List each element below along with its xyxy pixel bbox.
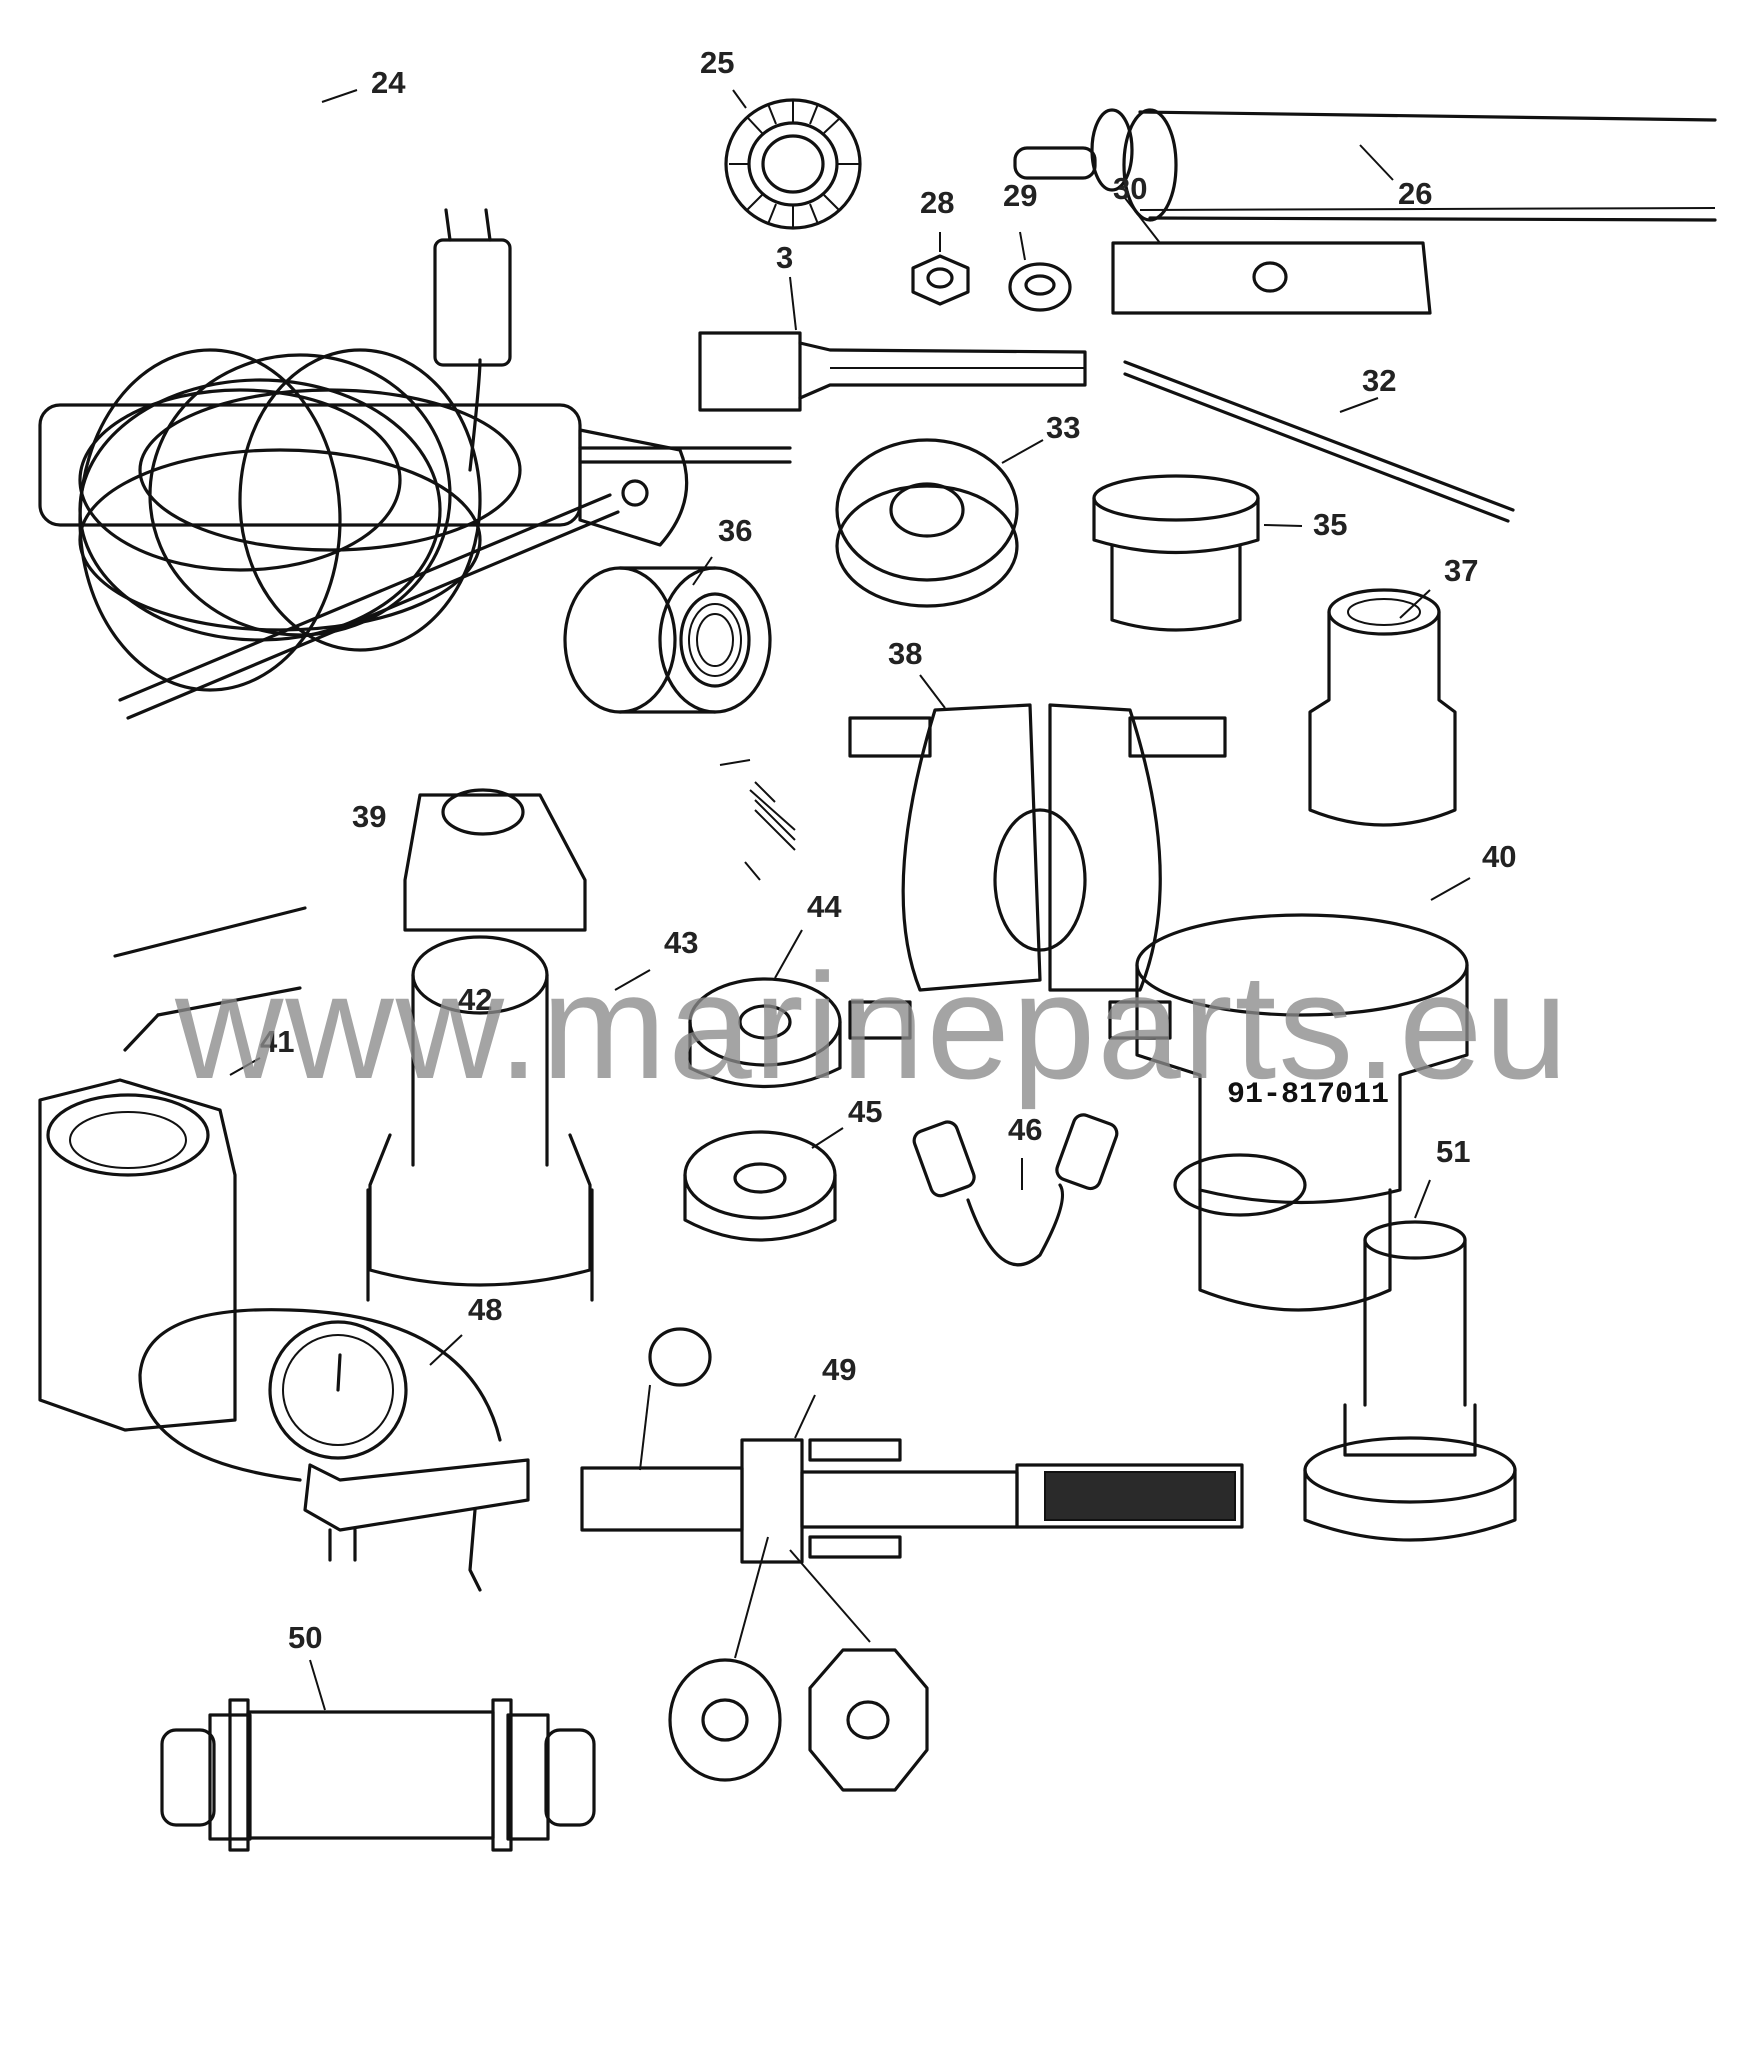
leader-35 bbox=[1263, 524, 1303, 527]
callout-39: 37 bbox=[1444, 553, 1478, 588]
leader-48 bbox=[429, 1334, 463, 1366]
part-45-washer bbox=[683, 1130, 837, 1242]
part-44-bushing bbox=[688, 977, 842, 1088]
part-35-cap-adapter bbox=[1092, 474, 1260, 632]
part-39-threaded-adapter bbox=[1308, 588, 1457, 827]
part-stamp: 91-817011 bbox=[1227, 1078, 1389, 1112]
leader-49 bbox=[794, 1394, 816, 1439]
leader-3 bbox=[1124, 197, 1161, 244]
callout-43: 43 bbox=[664, 925, 698, 960]
callout-42: 42 bbox=[458, 982, 492, 1017]
callout-48: 48 bbox=[468, 1292, 502, 1327]
leader-39 bbox=[1399, 589, 1431, 619]
part-50-adapter bbox=[1303, 1220, 1517, 1542]
part-32-threaded-rod bbox=[1123, 360, 1515, 523]
callout-51: 50 bbox=[288, 1620, 322, 1655]
callout-25: 25 bbox=[700, 45, 734, 80]
part-38-bearing-separator bbox=[848, 703, 1227, 1040]
part-42-bearing-installer bbox=[366, 788, 594, 1302]
part-26-shaft-tool bbox=[1013, 108, 1717, 222]
part-3-plate bbox=[1111, 241, 1432, 315]
leader-32 bbox=[1339, 397, 1379, 413]
callout-29: 28 bbox=[920, 185, 954, 220]
part-46-clip-leads bbox=[912, 1113, 1119, 1267]
part-33-ring bbox=[835, 438, 1019, 608]
leader-41 bbox=[229, 1057, 261, 1076]
leader-38 bbox=[919, 674, 946, 709]
part-41-spline-socket bbox=[38, 1078, 237, 1432]
part-30-washer bbox=[1008, 262, 1072, 312]
callout-32: 32 bbox=[1362, 363, 1396, 398]
leader-45 bbox=[811, 1127, 844, 1149]
callout-36: 36 bbox=[718, 513, 752, 548]
callout-40: 40 bbox=[1482, 839, 1516, 874]
spring bbox=[719, 759, 796, 881]
callout-28: 3 bbox=[776, 240, 793, 275]
leader-44 bbox=[774, 929, 803, 979]
callout-44: 44 bbox=[807, 889, 842, 924]
callout-3: 30 bbox=[1113, 171, 1147, 206]
leader-33 bbox=[1001, 439, 1044, 464]
part-49-puller-assembly bbox=[580, 1327, 1244, 1792]
leader-51 bbox=[309, 1659, 326, 1711]
callout-46: 46 bbox=[1008, 1112, 1042, 1147]
callout-33: 33 bbox=[1046, 410, 1080, 445]
part-48-pressure-gauge bbox=[138, 1308, 530, 1592]
callout-45: 45 bbox=[848, 1094, 882, 1129]
callout-38: 38 bbox=[888, 636, 922, 671]
leader-50 bbox=[1414, 1179, 1431, 1219]
leader-30 bbox=[1019, 231, 1026, 261]
part-25-roller-bearing bbox=[724, 98, 862, 230]
part-28-slotted-driver bbox=[698, 331, 1087, 412]
callout-37: 39 bbox=[352, 799, 386, 834]
watermark: www.marineparts.eu bbox=[174, 942, 1570, 1110]
callout-35: 35 bbox=[1313, 507, 1347, 542]
callout-30: 29 bbox=[1003, 178, 1037, 213]
leader-25 bbox=[732, 89, 747, 109]
leader-36 bbox=[692, 556, 713, 586]
callout-41: 41 bbox=[260, 1024, 294, 1059]
leader-26 bbox=[1359, 144, 1394, 181]
part-29-hex-nut bbox=[911, 254, 970, 306]
part-40-puller-cup: 91-817011 bbox=[1135, 913, 1469, 1312]
leader-43 bbox=[614, 969, 651, 991]
leader-40 bbox=[1430, 877, 1471, 901]
part-51-spool bbox=[160, 1698, 596, 1852]
callout-24: 24 bbox=[371, 65, 406, 100]
callout-50: 51 bbox=[1436, 1134, 1470, 1169]
callout-49: 49 bbox=[822, 1352, 856, 1387]
part-24-heater-with-cord bbox=[38, 208, 792, 720]
part-37-pins bbox=[113, 906, 307, 1052]
leader-28 bbox=[789, 276, 797, 331]
leader-24 bbox=[321, 89, 358, 103]
callout-26: 26 bbox=[1398, 176, 1432, 211]
part-36-threaded-sleeve bbox=[563, 566, 772, 714]
